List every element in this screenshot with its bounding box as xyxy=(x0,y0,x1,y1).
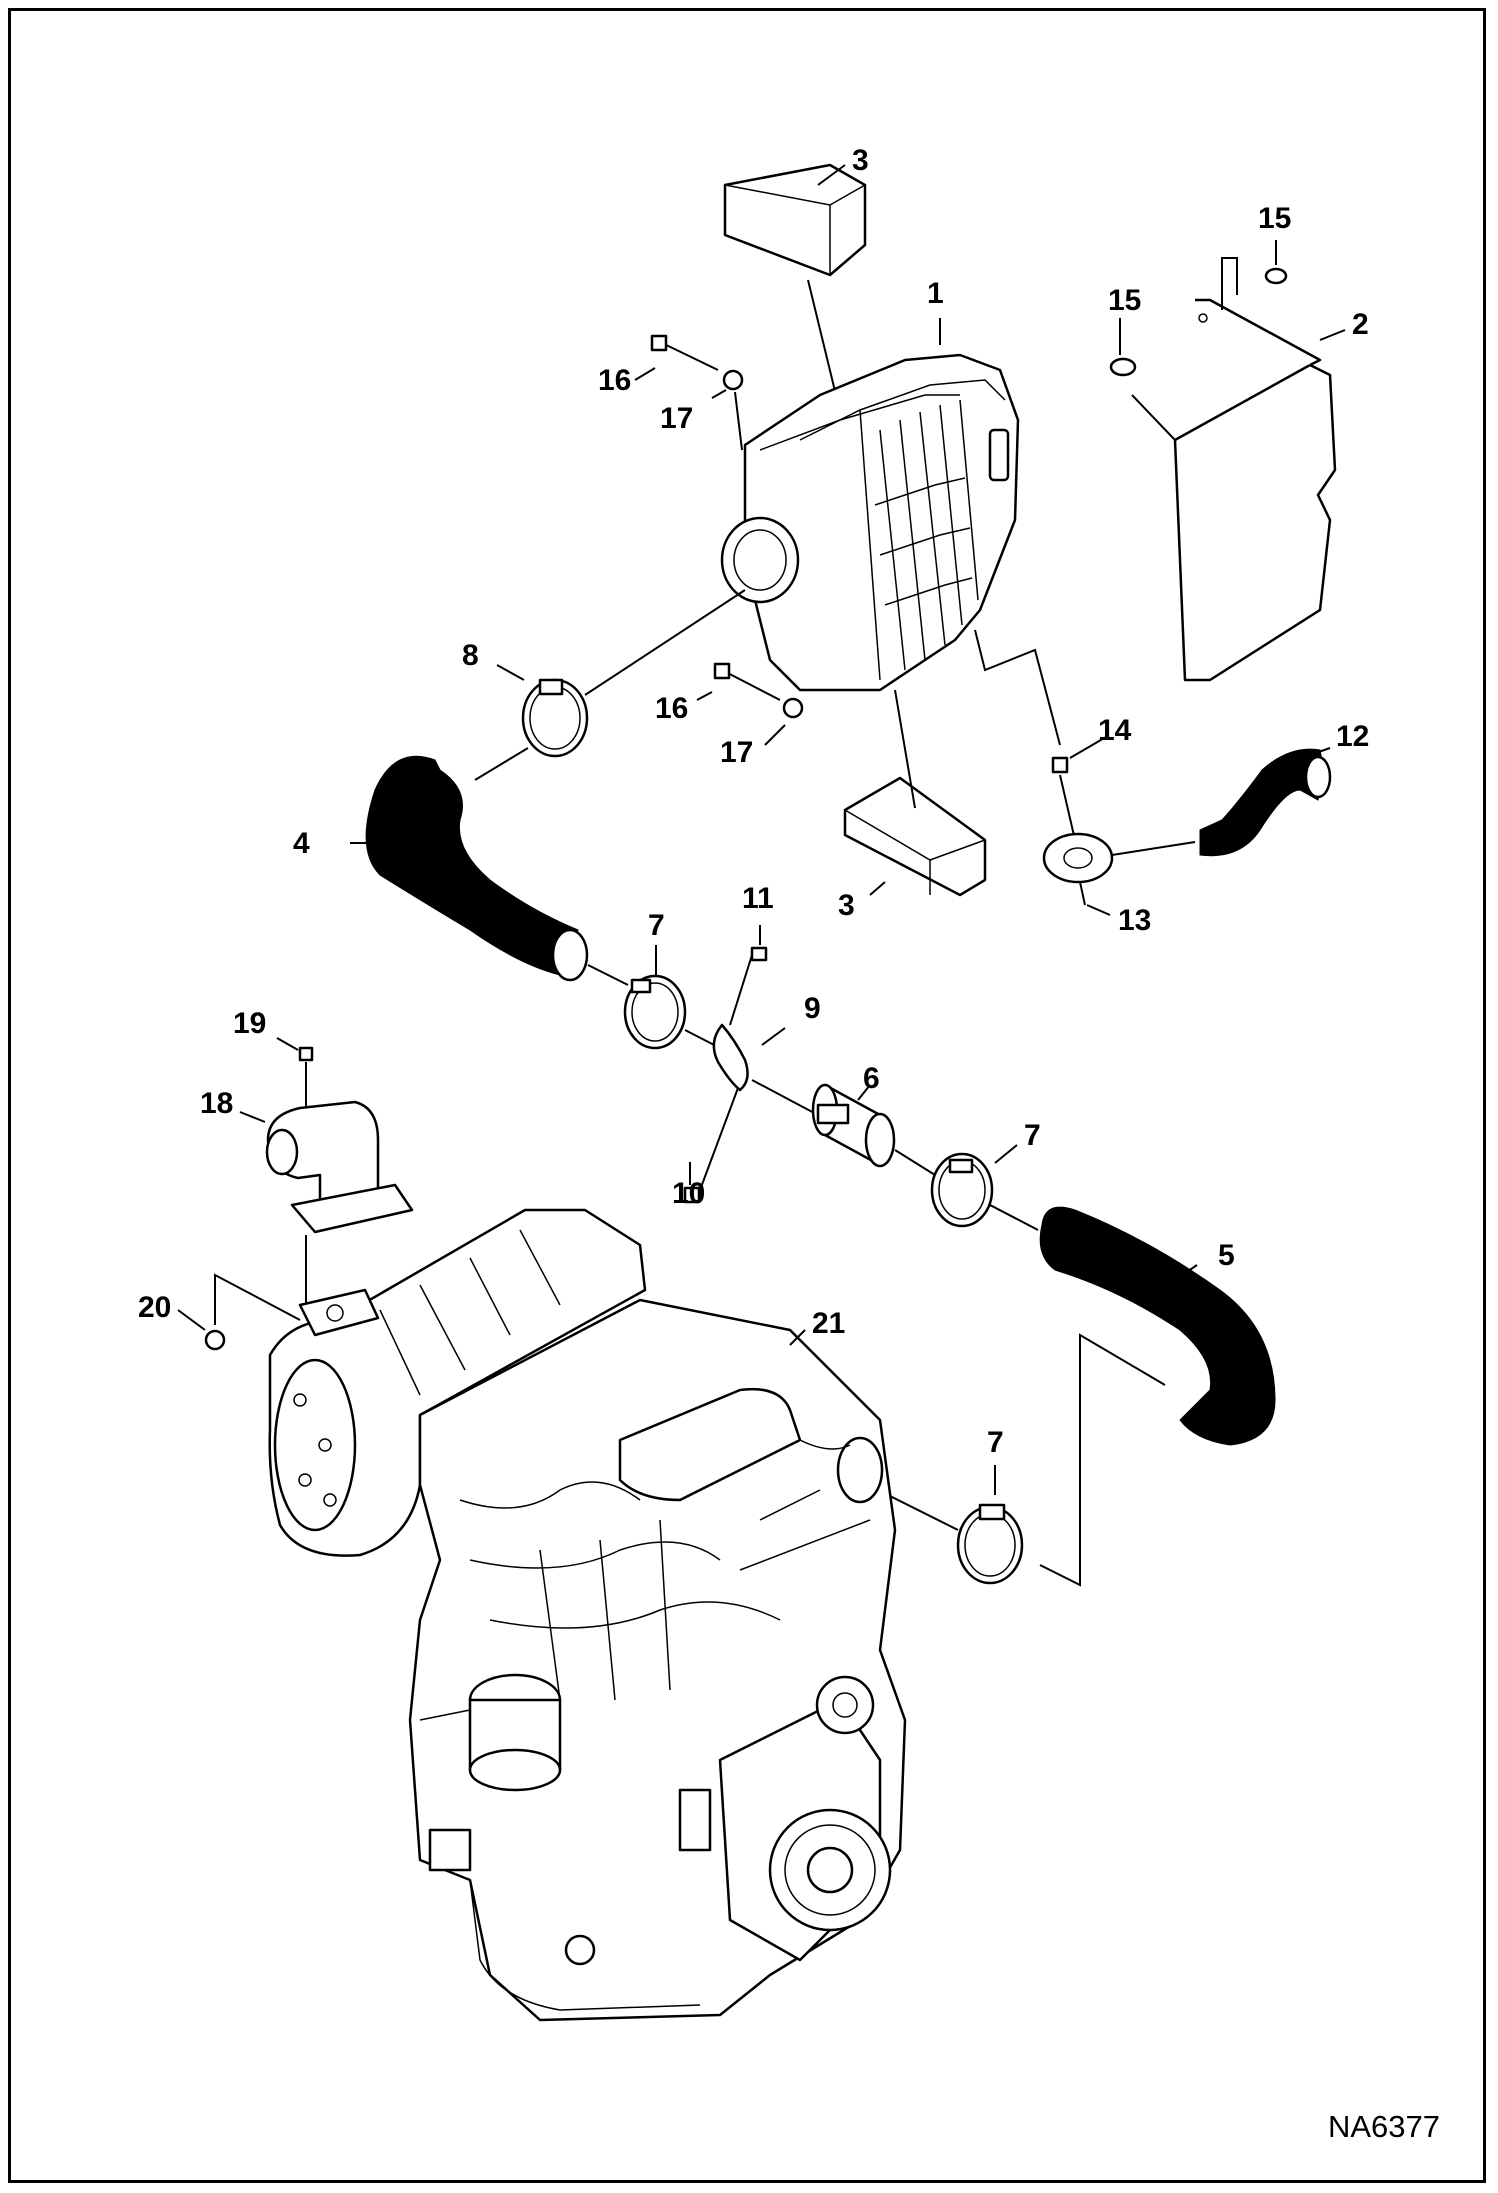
leader-10-to-bracket xyxy=(699,1087,739,1191)
bolt-upper xyxy=(650,334,719,371)
callout-7-right: 7 xyxy=(1024,1119,1041,1152)
callout-4: 4 xyxy=(293,827,310,860)
foam-block-upper xyxy=(723,163,867,277)
clamp-right xyxy=(930,1152,994,1228)
air-cleaner-housing xyxy=(720,353,1020,692)
leader-cleaner-to-block xyxy=(894,689,916,809)
callout-13: 13 xyxy=(1118,904,1151,937)
callout-5: 5 xyxy=(1218,1239,1235,1272)
document-id: NA6377 xyxy=(1327,2109,1440,2144)
callout-8: 8 xyxy=(462,639,479,672)
leader-sensor-to-clamp xyxy=(894,1149,936,1176)
engine-assembly xyxy=(268,1208,907,2022)
leader-bracket-to-sensor xyxy=(751,1079,819,1116)
screw-14 xyxy=(1051,756,1076,841)
intake-hose-lower xyxy=(1039,1206,1276,1446)
plug-left xyxy=(1109,357,1137,377)
nut-20 xyxy=(204,1329,226,1351)
callout-15-left: 15 xyxy=(1108,284,1141,317)
callout-16-upper: 16 xyxy=(598,364,631,397)
bolt-10 xyxy=(683,1186,701,1204)
leader-20-to-flange xyxy=(214,1273,301,1325)
callout-2: 2 xyxy=(1352,308,1369,341)
leader-plug-to-plate xyxy=(1131,394,1176,441)
nut-11 xyxy=(750,946,768,962)
nut-upper xyxy=(722,369,744,451)
callout-7-upper: 7 xyxy=(648,909,665,942)
callout-9: 9 xyxy=(804,992,821,1025)
callout-labels: 1 2 3 3 4 5 6 7 7 7 8 9 10 11 12 13 14 1… xyxy=(138,144,1369,1459)
heat-shield-plate xyxy=(1173,298,1337,682)
callout-15-right: 15 xyxy=(1258,202,1291,235)
leader-hose-to-engine xyxy=(1039,1333,1166,1587)
mounting-bracket xyxy=(712,1023,749,1092)
callout-14: 14 xyxy=(1098,714,1132,747)
callout-19: 19 xyxy=(233,1007,266,1040)
callout-20: 20 xyxy=(138,1291,171,1324)
leader-hose-to-clamp-mid xyxy=(587,964,629,986)
leader-11-to-bracket xyxy=(729,954,753,1026)
intake-hose-upper xyxy=(365,755,589,982)
callout-12: 12 xyxy=(1336,720,1369,753)
callout-6: 6 xyxy=(863,1062,880,1095)
leader-cleaner-to-valve xyxy=(974,629,1061,746)
hose-small xyxy=(1199,748,1332,857)
mass-airflow-sensor xyxy=(811,1083,896,1168)
nut-lower xyxy=(782,697,804,719)
bolt-lower xyxy=(713,662,781,701)
callout-18: 18 xyxy=(200,1087,233,1120)
callout-21: 21 xyxy=(812,1307,845,1340)
callout-3-lower: 3 xyxy=(838,889,855,922)
callout-16-lower: 16 xyxy=(655,692,688,725)
vacuator-valve xyxy=(1042,832,1196,906)
foam-block-lower xyxy=(843,776,987,897)
diagram-border xyxy=(8,8,1486,2183)
clamp-middle xyxy=(623,974,687,1050)
callout-17-upper: 17 xyxy=(660,402,693,435)
leader-clamp-to-hose xyxy=(989,1204,1039,1231)
plug-right xyxy=(1264,267,1288,285)
clamp-upper xyxy=(521,678,589,758)
callout-3-upper: 3 xyxy=(852,144,869,177)
leader-plug-upper xyxy=(1221,257,1238,310)
callout-leaders xyxy=(177,164,1346,1495)
callout-17-lower: 17 xyxy=(720,736,753,769)
leader-clamp-to-cleaner xyxy=(584,589,746,696)
callout-10: 10 xyxy=(672,1177,705,1210)
exhaust-elbow xyxy=(265,1100,414,1234)
leader-hose-to-clamp xyxy=(474,747,529,781)
clamp-lower xyxy=(956,1503,1024,1585)
callout-1: 1 xyxy=(927,277,944,310)
callout-11: 11 xyxy=(742,882,774,915)
callout-7-lower: 7 xyxy=(987,1426,1004,1459)
bolt-19 xyxy=(298,1046,314,1120)
